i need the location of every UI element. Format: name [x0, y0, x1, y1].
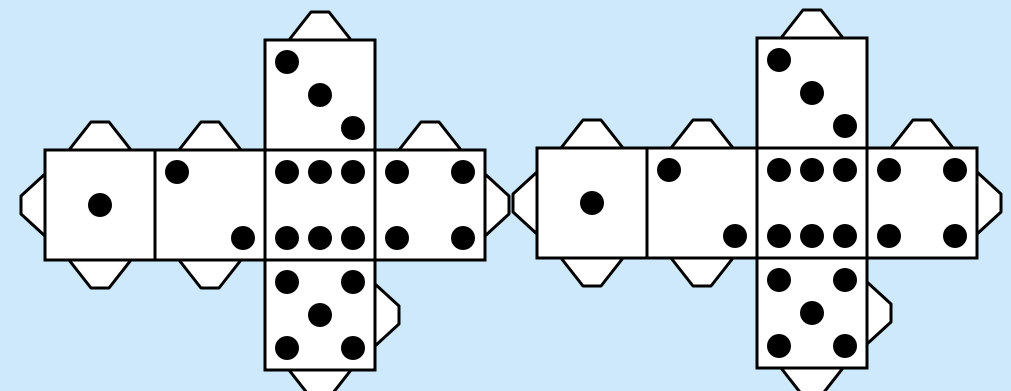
die-face-bottom — [757, 258, 867, 368]
pip — [800, 301, 824, 325]
pip — [341, 160, 365, 184]
pip — [833, 268, 857, 292]
die-face-center — [265, 150, 375, 260]
pip — [275, 336, 299, 360]
pip — [275, 270, 299, 294]
die-face-top — [757, 38, 867, 148]
pip — [800, 224, 824, 248]
pip — [943, 224, 967, 248]
pip — [165, 160, 189, 184]
pip — [767, 268, 791, 292]
pip — [308, 83, 332, 107]
pip — [833, 334, 857, 358]
pip — [88, 193, 112, 217]
pip — [275, 160, 299, 184]
pip — [767, 224, 791, 248]
pip — [341, 336, 365, 360]
pip — [657, 158, 681, 182]
pip — [451, 160, 475, 184]
pip — [767, 48, 791, 72]
pip — [800, 81, 824, 105]
pip — [341, 116, 365, 140]
pip — [341, 270, 365, 294]
pip — [833, 114, 857, 138]
pip — [275, 226, 299, 250]
die-face-mid-left — [155, 150, 265, 260]
pip — [308, 303, 332, 327]
die-face-center — [757, 148, 867, 258]
pip — [451, 226, 475, 250]
pip — [275, 50, 299, 74]
pip — [341, 226, 365, 250]
pip — [231, 226, 255, 250]
pip — [877, 158, 901, 182]
pip — [580, 191, 604, 215]
pip — [385, 226, 409, 250]
pip — [833, 158, 857, 182]
die-face-left — [537, 148, 647, 258]
pip — [800, 158, 824, 182]
die-face-right — [867, 148, 977, 258]
die-face-mid-left — [647, 148, 757, 258]
pip — [385, 160, 409, 184]
pip — [877, 224, 901, 248]
pip — [723, 224, 747, 248]
die-face-left — [45, 150, 155, 260]
die-face-right — [375, 150, 485, 260]
pip — [833, 224, 857, 248]
die-face-bottom — [265, 260, 375, 370]
pip — [308, 160, 332, 184]
die-face-top — [265, 40, 375, 150]
pip — [767, 158, 791, 182]
pip — [943, 158, 967, 182]
pip — [767, 334, 791, 358]
pip — [308, 226, 332, 250]
